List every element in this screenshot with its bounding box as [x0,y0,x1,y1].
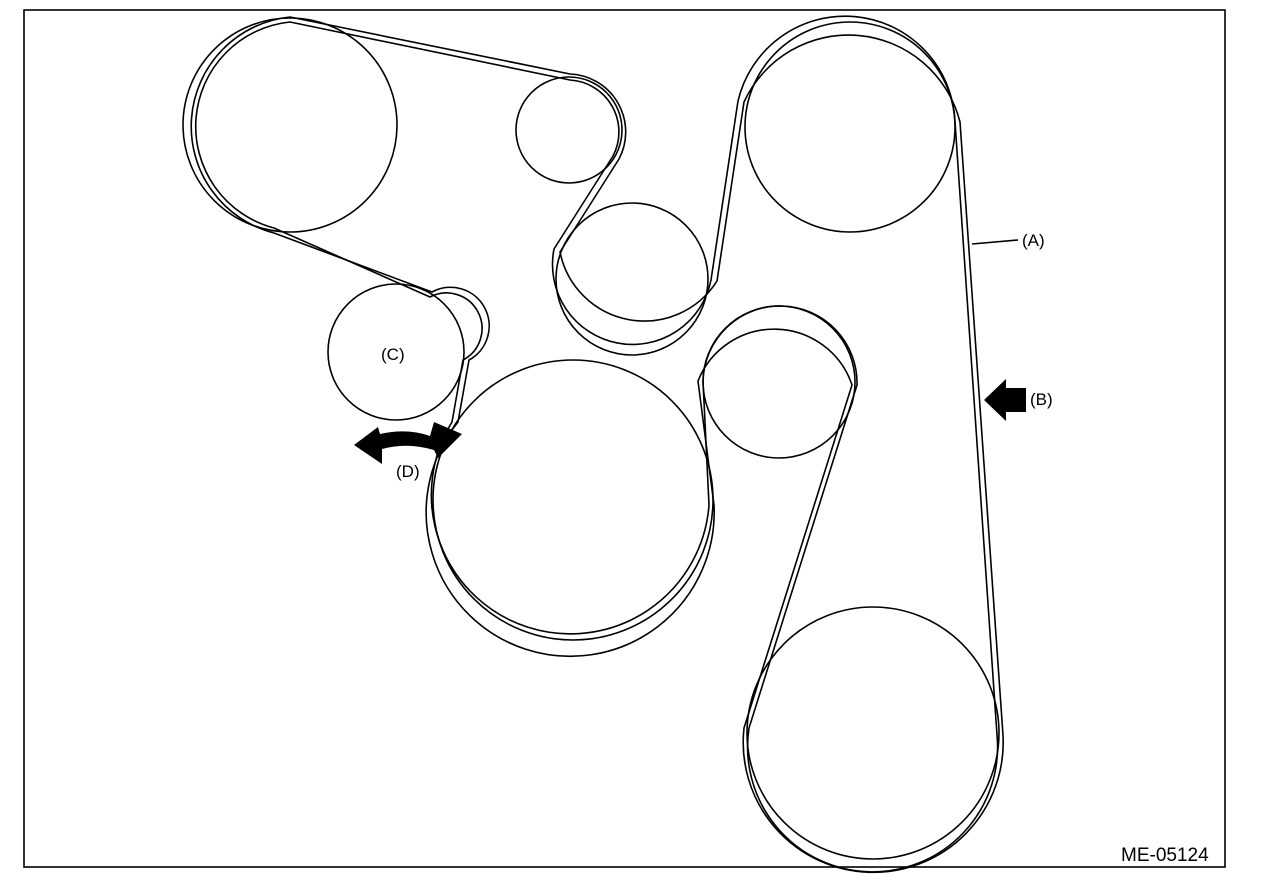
pulley-middle-idler [555,202,709,356]
tensioner-movement-label: (D) [396,462,420,481]
press-arrow-icon [984,379,1026,421]
figure-frame [23,9,1226,868]
belt-leader-line [971,239,1019,245]
belt-label: (A) [1022,231,1045,250]
belt-inner-edge [194,15,999,873]
pulley-top-right [744,21,956,233]
figure-code: ME-05124 [1121,845,1209,866]
pulley-top-small [515,76,623,184]
pulley-top-left [182,17,398,233]
pulley-crankshaft [432,359,714,641]
pulley-bottom-right [746,606,1000,860]
tensioner-label: (C) [381,345,405,364]
pulley-tensioner [327,283,465,421]
belt-outer-edge [190,16,1004,874]
tensioner-movement-arrow-icon [354,422,462,464]
press-point-label: (B) [1030,390,1053,409]
